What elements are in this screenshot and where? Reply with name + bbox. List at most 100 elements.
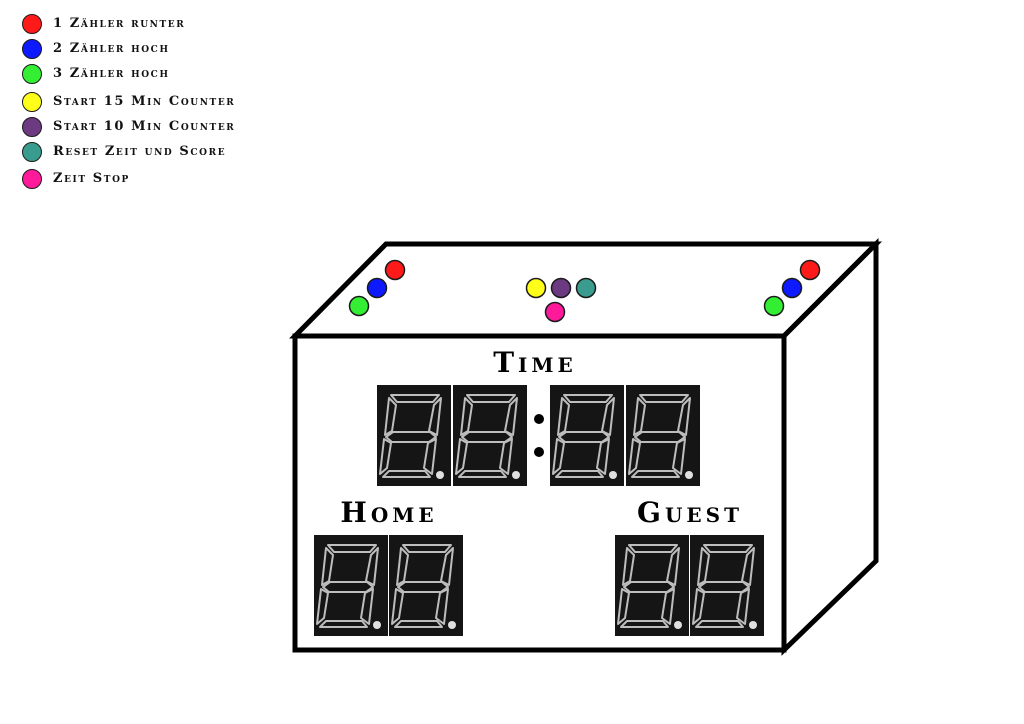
time-pink-button[interactable]	[544, 301, 566, 323]
time-teal-button[interactable]	[575, 277, 597, 299]
segment-f	[396, 547, 409, 586]
guest-red-button[interactable]	[799, 259, 821, 281]
guest-title: Guest	[637, 496, 743, 529]
segment-e	[316, 588, 329, 625]
time-yellow-button[interactable]	[525, 277, 547, 299]
segment-d	[394, 620, 443, 628]
legend-item-3: 3 Zähler hoch	[22, 64, 282, 86]
segment-a	[703, 544, 753, 553]
segment-c	[661, 588, 675, 625]
segment-decimal-point	[448, 621, 456, 629]
legend-item-6: Reset Zeit und Score	[22, 142, 282, 164]
time-colon-bottom	[534, 447, 544, 457]
home-title: Home	[340, 496, 437, 529]
legend-label: 1 Zähler runter	[53, 16, 186, 31]
pink-button-icon	[22, 169, 42, 189]
segment-d	[319, 620, 368, 628]
legend-item-7: Zeit Stop	[22, 169, 282, 191]
segment-a	[402, 544, 452, 553]
segment-g	[397, 581, 449, 593]
guest-digit-2	[690, 535, 764, 636]
segment-decimal-point	[436, 471, 444, 479]
segment-a	[563, 394, 613, 403]
segment-g	[322, 581, 374, 593]
segment-f	[460, 397, 473, 436]
blue-button-icon	[22, 39, 42, 59]
segment-d	[458, 470, 507, 478]
segment-decimal-point	[373, 621, 381, 629]
segment-d	[620, 620, 669, 628]
segment-e	[391, 588, 404, 625]
segment-d	[631, 470, 680, 478]
segment-a	[628, 544, 678, 553]
time-digit-1	[377, 385, 451, 486]
segment-d	[695, 620, 744, 628]
segment-g	[558, 431, 610, 443]
segment-c	[435, 588, 449, 625]
segment-e	[617, 588, 630, 625]
legend-item-2: 2 Zähler hoch	[22, 39, 282, 61]
segment-e	[455, 438, 468, 475]
guest-digit-1	[615, 535, 689, 636]
segment-c	[360, 588, 374, 625]
segment-decimal-point	[609, 471, 617, 479]
segment-a	[466, 394, 516, 403]
time-title: Time	[493, 346, 577, 379]
segment-a	[390, 394, 440, 403]
segment-g	[634, 431, 686, 443]
segment-f	[384, 397, 397, 436]
home-blue-button[interactable]	[366, 277, 388, 299]
segment-a	[327, 544, 377, 553]
legend-item-1: 1 Zähler runter	[22, 14, 282, 36]
segment-a	[639, 394, 689, 403]
legend-label: Reset Zeit und Score	[53, 144, 227, 159]
segment-g	[385, 431, 437, 443]
legend-item-4: Start 15 Min Counter	[22, 92, 282, 114]
segment-g	[623, 581, 675, 593]
time-purple-button[interactable]	[550, 277, 572, 299]
legend-label: Zeit Stop	[53, 171, 130, 186]
segment-g	[461, 431, 513, 443]
legend-label: 3 Zähler hoch	[53, 66, 170, 81]
segment-decimal-point	[749, 621, 757, 629]
purple-button-icon	[22, 117, 42, 137]
segment-d	[382, 470, 431, 478]
legend-label: 2 Zähler hoch	[53, 41, 170, 56]
segment-e	[692, 588, 705, 625]
segment-decimal-point	[674, 621, 682, 629]
guest-score-display	[615, 535, 764, 636]
segment-f	[557, 397, 570, 436]
segment-f	[321, 547, 334, 586]
time-colon-top	[534, 414, 544, 424]
segment-f	[622, 547, 635, 586]
teal-button-icon	[22, 142, 42, 162]
guest-green-button[interactable]	[763, 295, 785, 317]
green-button-icon	[22, 64, 42, 84]
yellow-button-icon	[22, 92, 42, 112]
guest-blue-button[interactable]	[781, 277, 803, 299]
home-digit-2	[389, 535, 463, 636]
segment-c	[423, 438, 437, 475]
red-button-icon	[22, 14, 42, 34]
segment-d	[555, 470, 604, 478]
legend-item-5: Start 10 Min Counter	[22, 117, 282, 139]
home-green-button[interactable]	[348, 295, 370, 317]
segment-c	[499, 438, 513, 475]
legend-label: Start 10 Min Counter	[53, 119, 236, 134]
segment-g	[698, 581, 750, 593]
home-red-button[interactable]	[384, 259, 406, 281]
segment-f	[697, 547, 710, 586]
segment-c	[672, 438, 686, 475]
segment-e	[379, 438, 392, 475]
time-digit-4	[626, 385, 700, 486]
segment-decimal-point	[685, 471, 693, 479]
legend-label: Start 15 Min Counter	[53, 94, 236, 109]
segment-e	[628, 438, 641, 475]
segment-c	[596, 438, 610, 475]
time-digit-3	[550, 385, 624, 486]
home-score-display	[314, 535, 463, 636]
segment-c	[736, 588, 750, 625]
time-digit-2	[453, 385, 527, 486]
top-buttons	[348, 259, 821, 323]
